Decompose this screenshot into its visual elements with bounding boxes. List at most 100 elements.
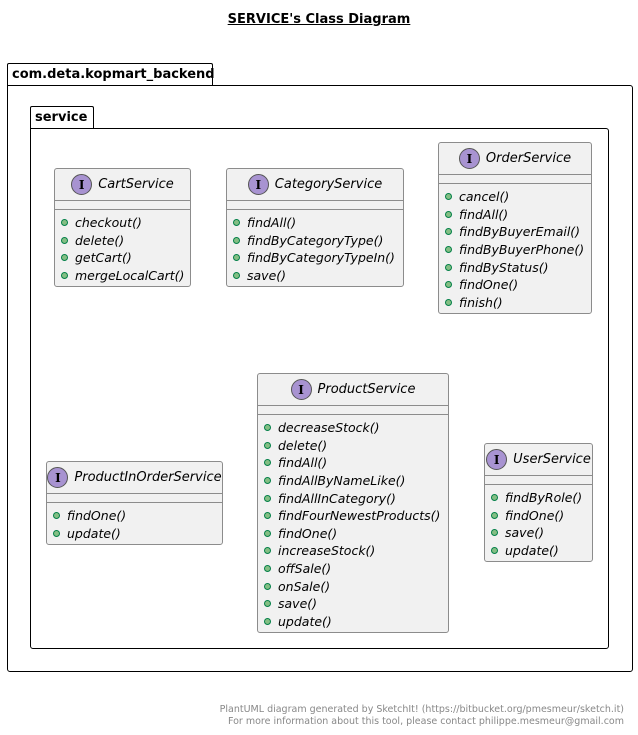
- public-method-icon: [264, 529, 271, 537]
- method-name: findOne(): [278, 525, 338, 541]
- public-method-icon: [445, 193, 452, 201]
- class-name: CategoryService: [274, 177, 383, 192]
- class-header: I CategoryService: [227, 169, 403, 201]
- method-name: findAll(): [278, 455, 328, 471]
- method: delete(): [61, 232, 190, 250]
- public-method-icon: [445, 210, 452, 218]
- methods-compartment: decreaseStock() delete() findAll() findA…: [258, 415, 448, 633]
- inner-package-tab: service: [30, 106, 94, 129]
- method: checkout(): [61, 214, 190, 232]
- public-method-icon: [491, 547, 498, 555]
- method-name: findAll(): [459, 206, 509, 222]
- method-name: checkout(): [75, 215, 142, 231]
- public-method-icon: [445, 298, 452, 306]
- class-header: I UserService: [485, 444, 592, 476]
- public-method-icon: [445, 246, 452, 254]
- inner-package-label: service: [35, 110, 88, 125]
- public-method-icon: [264, 424, 271, 432]
- method: findByRole(): [491, 489, 592, 507]
- interface-icon: I: [486, 449, 508, 470]
- method-name: findAllInCategory(): [278, 490, 396, 506]
- method: increaseStock(): [264, 542, 448, 560]
- class-name: CartService: [98, 177, 174, 192]
- public-method-icon: [445, 263, 452, 271]
- method: update(): [264, 613, 448, 631]
- method-name: findByBuyerEmail(): [459, 224, 581, 240]
- class-name: OrderService: [485, 151, 572, 166]
- method-name: save(): [247, 268, 287, 284]
- public-method-icon: [264, 582, 271, 590]
- class-category-service[interactable]: I CategoryService findAll() findByCatego…: [226, 168, 404, 287]
- class-name: ProductService: [317, 382, 416, 397]
- public-method-icon: [264, 600, 271, 608]
- outer-package-tab: com.deta.kopmart_backend: [7, 63, 215, 86]
- class-cart-service[interactable]: I CartService checkout() delete() getCar…: [54, 168, 191, 287]
- class-header: I ProductInOrderService: [47, 462, 222, 494]
- public-method-icon: [264, 441, 271, 449]
- method: decreaseStock(): [264, 419, 448, 437]
- method: findAll(): [233, 214, 403, 232]
- class-order-service[interactable]: I OrderService cancel() findAll() findBy…: [438, 142, 592, 314]
- methods-compartment: cancel() findAll() findByBuyerEmail() fi…: [439, 184, 591, 314]
- method-name: delete(): [75, 232, 125, 248]
- method: findAllInCategory(): [264, 489, 448, 507]
- methods-compartment: findOne() update(): [47, 503, 222, 545]
- method-name: offSale(): [278, 561, 332, 577]
- public-method-icon: [61, 219, 68, 227]
- class-product-service[interactable]: I ProductService decreaseStock() delete(…: [257, 373, 449, 633]
- class-name: UserService: [513, 452, 591, 467]
- public-method-icon: [264, 617, 271, 625]
- method: finish(): [445, 294, 591, 312]
- methods-compartment: checkout() delete() getCart() mergeLocal…: [55, 210, 190, 287]
- footer-line-2: For more information about this tool, pl…: [227, 716, 624, 727]
- methods-compartment: findAll() findByCategoryType() findByCat…: [227, 210, 403, 287]
- method-name: findFourNewestProducts(): [278, 508, 441, 524]
- method-name: decreaseStock(): [278, 420, 380, 436]
- class-name: ProductInOrderService: [74, 470, 222, 485]
- interface-icon: I: [247, 174, 269, 195]
- public-method-icon: [53, 529, 60, 537]
- method-name: findAllByNameLike(): [278, 473, 406, 489]
- public-method-icon: [233, 236, 240, 244]
- class-product-in-order-service[interactable]: I ProductInOrderService findOne() update…: [46, 461, 223, 545]
- method: findAll(): [445, 206, 591, 224]
- method-name: update(): [278, 613, 332, 629]
- fields-compartment: [227, 201, 403, 210]
- method-name: finish(): [459, 294, 503, 310]
- method-name: findByCategoryType(): [247, 232, 384, 248]
- diagram-title: SERVICE's Class Diagram: [227, 12, 411, 27]
- method-name: findOne(): [459, 277, 519, 293]
- method-name: findByCategoryTypeIn(): [247, 250, 395, 266]
- method: save(): [491, 524, 592, 542]
- method-name: findByBuyerPhone(): [459, 242, 585, 258]
- public-method-icon: [61, 254, 68, 262]
- method: delete(): [264, 437, 448, 455]
- class-user-service[interactable]: I UserService findByRole() findOne() sav…: [484, 443, 593, 562]
- public-method-icon: [264, 547, 271, 555]
- method-name: mergeLocalCart(): [75, 268, 185, 284]
- method-name: findByRole(): [505, 490, 583, 506]
- outer-package-label: com.deta.kopmart_backend: [12, 67, 215, 82]
- interface-icon: I: [458, 148, 480, 169]
- methods-compartment: findByRole() findOne() save() update(): [485, 485, 592, 562]
- method: findByCategoryType(): [233, 232, 403, 250]
- class-header: I ProductService: [258, 374, 448, 406]
- public-method-icon: [445, 281, 452, 289]
- public-method-icon: [491, 494, 498, 502]
- method: update(): [491, 542, 592, 560]
- fields-compartment: [258, 406, 448, 415]
- public-method-icon: [61, 236, 68, 244]
- method: findByStatus(): [445, 258, 591, 276]
- method: save(): [264, 595, 448, 613]
- method-name: findOne(): [505, 507, 565, 523]
- method-name: findByStatus(): [459, 259, 549, 275]
- method-name: increaseStock(): [278, 543, 376, 559]
- footer-credits: PlantUML diagram generated by SketchIt! …: [220, 704, 624, 728]
- method: findAll(): [264, 454, 448, 472]
- method: findByBuyerPhone(): [445, 241, 591, 259]
- footer-line-1: PlantUML diagram generated by SketchIt! …: [219, 704, 624, 715]
- interface-icon: I: [290, 379, 312, 400]
- class-header: I OrderService: [439, 143, 591, 175]
- public-method-icon: [233, 254, 240, 262]
- public-method-icon: [264, 512, 271, 520]
